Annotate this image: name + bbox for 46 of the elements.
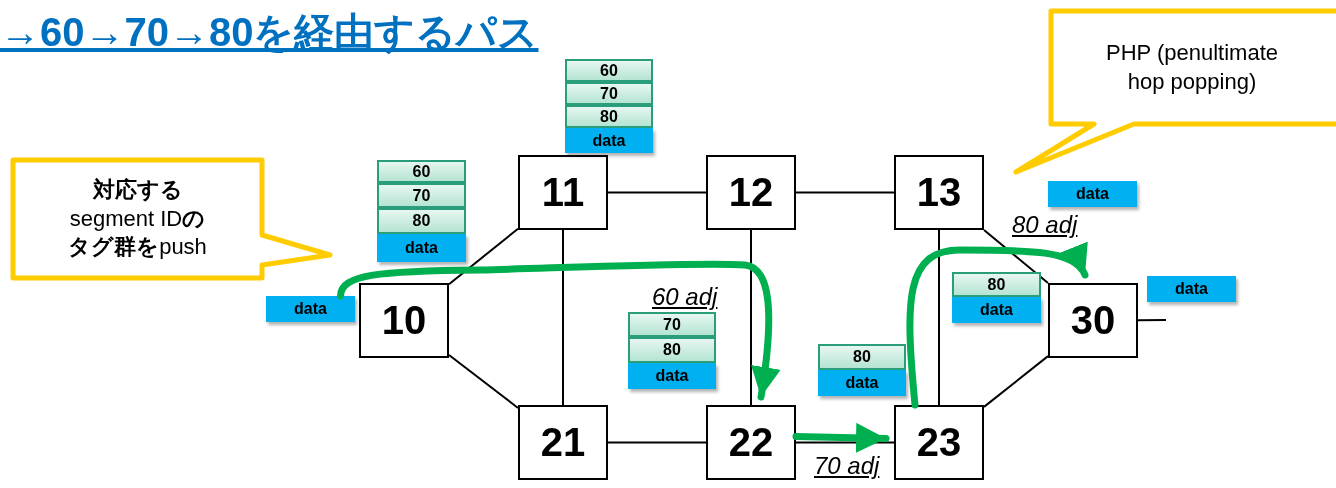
edge-label: 70 adj	[812, 453, 882, 479]
label-cell: 70	[565, 82, 653, 105]
speech-bubble	[1014, 8, 1336, 174]
path-arrow	[792, 422, 890, 453]
link-line	[983, 355, 1049, 408]
label-cell: 70	[377, 183, 466, 208]
link-line	[983, 228, 1049, 285]
router-box: 11	[518, 155, 608, 230]
link-line	[607, 441, 707, 444]
label-cell: 70	[628, 312, 716, 337]
link-line	[1137, 319, 1167, 322]
link-line	[938, 229, 940, 406]
label-cell: 80	[628, 337, 716, 363]
data-cell: data	[628, 363, 716, 389]
router-box: 13	[894, 155, 984, 230]
callout-text: 対応するsegment IDのタグ群をpush	[67, 176, 208, 262]
label-cell: 60	[377, 160, 466, 183]
data-cell: data	[952, 297, 1041, 323]
link-line	[607, 191, 707, 194]
label-cell: 80	[818, 344, 906, 370]
data-cell: data	[565, 128, 653, 153]
label-cell: 60	[565, 59, 653, 82]
speech-bubble	[10, 157, 332, 281]
router-box: 22	[706, 405, 796, 480]
link-line	[795, 191, 895, 194]
data-cell: data	[266, 296, 355, 322]
router-box: 10	[359, 283, 449, 358]
edge-label: 60 adj	[650, 284, 720, 310]
router-box: 30	[1048, 283, 1138, 358]
title: →60→70→80を経由するパス	[0, 9, 539, 56]
link-line	[448, 354, 519, 409]
label-cell: 80	[565, 105, 653, 128]
data-cell: data	[818, 370, 906, 396]
router-box: 12	[706, 155, 796, 230]
link-line	[562, 229, 564, 406]
data-cell: data	[1048, 181, 1137, 207]
edge-label: 80 adj	[1010, 212, 1080, 238]
router-box: 23	[894, 405, 984, 480]
data-cell: data	[1147, 276, 1236, 302]
link-line	[750, 229, 752, 406]
callout-text: PHP (penultimate hop popping)	[1105, 38, 1279, 96]
router-box: 21	[518, 405, 608, 480]
data-cell: data	[377, 234, 466, 262]
label-cell: 80	[377, 208, 466, 234]
link-line	[448, 227, 519, 286]
label-cell: 80	[952, 272, 1041, 297]
